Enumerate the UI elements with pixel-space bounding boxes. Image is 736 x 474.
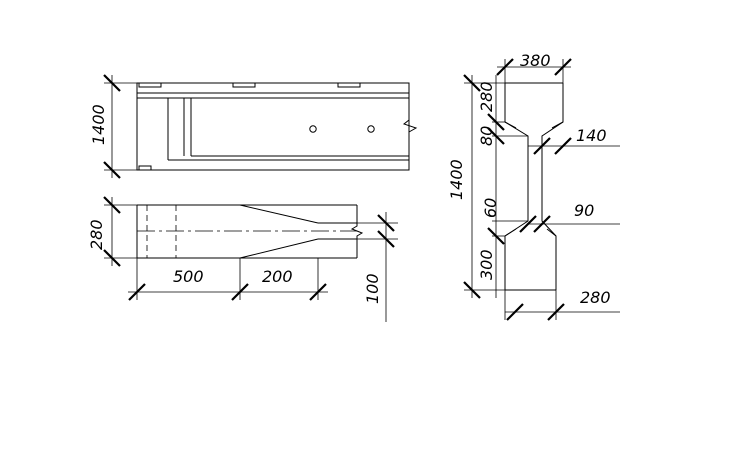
section-view: 380 1400 280 80 60 300 140 90 — [447, 51, 620, 321]
dim-tick — [463, 281, 481, 299]
dim-tick — [128, 283, 146, 301]
bolt-hole-1 — [309, 125, 317, 133]
plan-length-200-label: 200 — [262, 267, 293, 286]
dim-tick — [487, 113, 505, 131]
dim-tick — [554, 137, 572, 155]
taper-bottom — [239, 238, 319, 259]
plan-width-label: 280 — [87, 219, 106, 250]
plan-length-500-label: 500 — [173, 267, 204, 286]
chamfer-detail-4 — [546, 228, 557, 237]
section-left-profile — [504, 83, 529, 290]
plan-view: 280 500 200 100 — [87, 196, 398, 322]
total-height-label: 1400 — [447, 159, 466, 200]
dim-tick — [487, 227, 505, 245]
dim-tick — [547, 303, 565, 321]
dim-tick — [103, 196, 121, 214]
dim-tick — [377, 214, 395, 232]
front-view: 1400 — [89, 74, 418, 179]
lug-3 — [337, 83, 361, 88]
dim-tick — [377, 230, 395, 248]
dim-tick — [506, 303, 524, 321]
top-width-label: 380 — [520, 51, 551, 70]
lower-haunch-label: 60 — [481, 198, 500, 218]
chamfer-detail-2 — [551, 121, 564, 129]
dim-tick — [103, 249, 121, 267]
dim-tick — [533, 215, 551, 233]
lower-thickness-label: 90 — [574, 201, 594, 220]
dim-tick — [309, 283, 327, 301]
foot-block — [138, 165, 152, 171]
break-line — [350, 205, 364, 258]
dim-tick — [463, 74, 481, 92]
upper-thickness-label: 140 — [576, 126, 607, 145]
dim-tick — [496, 58, 514, 76]
dim-tick — [103, 161, 121, 179]
section-right-profile — [541, 83, 564, 290]
bottom-width-label: 280 — [580, 288, 611, 307]
dim-tick — [103, 74, 121, 92]
dim-tick — [533, 137, 551, 155]
dim-tick — [231, 283, 249, 301]
dim-tick — [554, 58, 572, 76]
bolt-hole-2 — [367, 125, 375, 133]
lug-1 — [138, 83, 162, 88]
front-view-outline — [136, 82, 410, 171]
dim-tick — [487, 127, 505, 145]
bottom-height-label: 300 — [477, 249, 496, 280]
dim-tick — [519, 215, 537, 233]
lug-2 — [232, 83, 256, 88]
upper-haunch-label: 80 — [477, 126, 496, 146]
end-dim-label: 100 — [363, 273, 382, 304]
chamfer-detail-3 — [504, 228, 517, 237]
taper-top — [239, 204, 319, 224]
top-height-label: 280 — [477, 81, 496, 112]
front-height-label: 1400 — [89, 104, 108, 145]
break-line — [402, 119, 418, 133]
chamfer-detail — [504, 121, 517, 129]
